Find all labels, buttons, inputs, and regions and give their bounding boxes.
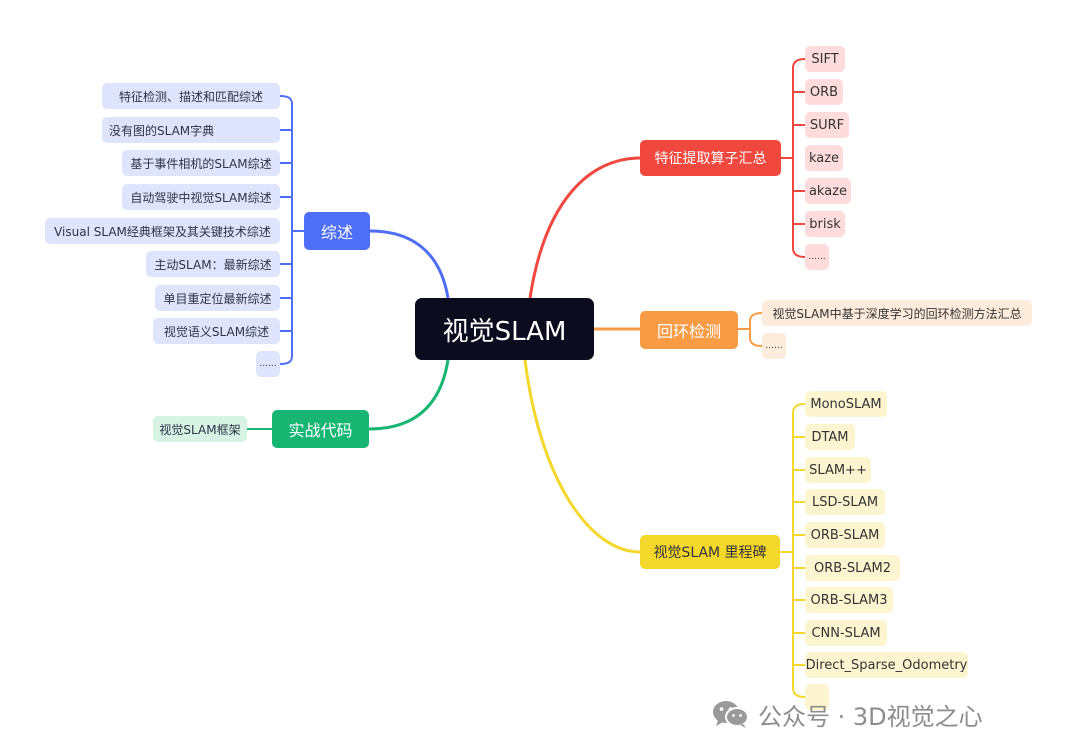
milestone-leaf[interactable]: CNN-SLAM [805, 620, 887, 646]
feature-leaf[interactable]: SURF [805, 112, 849, 138]
branch-code[interactable]: 实战代码 [272, 410, 369, 448]
bracket-loop [738, 312, 763, 347]
watermark-text: 公众号 · 3D视觉之心 [758, 702, 983, 731]
branch-loop[interactable]: 回环检测 [640, 311, 738, 349]
feature-leaf[interactable]: SIFT [805, 46, 845, 72]
root-node[interactable]: 视觉SLAM [415, 298, 594, 360]
survey-leaf[interactable]: Visual SLAM经典框架及其关键技术综述 [45, 218, 280, 244]
feature-leaf[interactable]: brisk [805, 211, 845, 237]
milestone-leaf[interactable]: MonoSLAM [805, 391, 887, 417]
feature-leaf[interactable]: kaze [805, 145, 843, 171]
milestone-leaf[interactable]: SLAM++ [805, 457, 871, 483]
survey-leaf[interactable]: 特征检测、描述和匹配综述 [102, 83, 280, 109]
code-leaf[interactable]: 视觉SLAM框架 [153, 416, 247, 442]
bracket-survey [279, 95, 304, 365]
branch-features[interactable]: 特征提取算子汇总 [640, 140, 781, 176]
branch-milestones[interactable]: 视觉SLAM 里程碑 [640, 535, 780, 569]
survey-leaf[interactable]: 视觉语义SLAM综述 [153, 318, 280, 344]
milestone-leaf[interactable]: ORB-SLAM [805, 522, 885, 548]
feature-leaf[interactable]: ORB [805, 79, 843, 105]
bracket-milestones [780, 403, 806, 698]
wechat-icon [713, 701, 749, 728]
bracket-features [781, 58, 806, 258]
watermark: 公众号 · 3D视觉之心 [712, 696, 1052, 732]
milestone-leaf[interactable]: Direct_Sparse_Odometry [805, 652, 968, 678]
loop-leaf[interactable]: 视觉SLAM中基于深度学习的回环检测方法汇总 [762, 300, 1032, 326]
milestone-leaf[interactable]: LSD-SLAM [805, 489, 885, 515]
feature-leaf[interactable]: akaze [805, 178, 851, 204]
milestone-leaf[interactable]: DTAM [805, 424, 855, 450]
survey-leaf[interactable]: 主动SLAM：最新综述 [146, 251, 280, 277]
connector-root-code [368, 359, 450, 431]
loop-leaf[interactable]: ...... [762, 333, 786, 359]
connector-root-milestones [523, 359, 641, 554]
connector-root-survey [369, 229, 450, 299]
survey-leaf[interactable]: 没有图的SLAM字典 [102, 117, 280, 143]
feature-leaf[interactable]: ...... [805, 244, 829, 270]
branch-survey[interactable]: 综述 [304, 212, 370, 250]
survey-leaf[interactable]: 基于事件相机的SLAM综述 [122, 150, 280, 176]
milestone-leaf[interactable]: ORB-SLAM2 [805, 555, 900, 581]
milestone-leaf[interactable] [805, 684, 829, 710]
milestone-leaf[interactable]: ORB-SLAM3 [805, 587, 893, 613]
survey-leaf[interactable]: ...... [256, 351, 280, 377]
connector-root-features [528, 156, 641, 299]
survey-leaf[interactable]: 单目重定位最新综述 [155, 285, 280, 311]
survey-leaf[interactable]: 自动驾驶中视觉SLAM综述 [122, 184, 280, 210]
